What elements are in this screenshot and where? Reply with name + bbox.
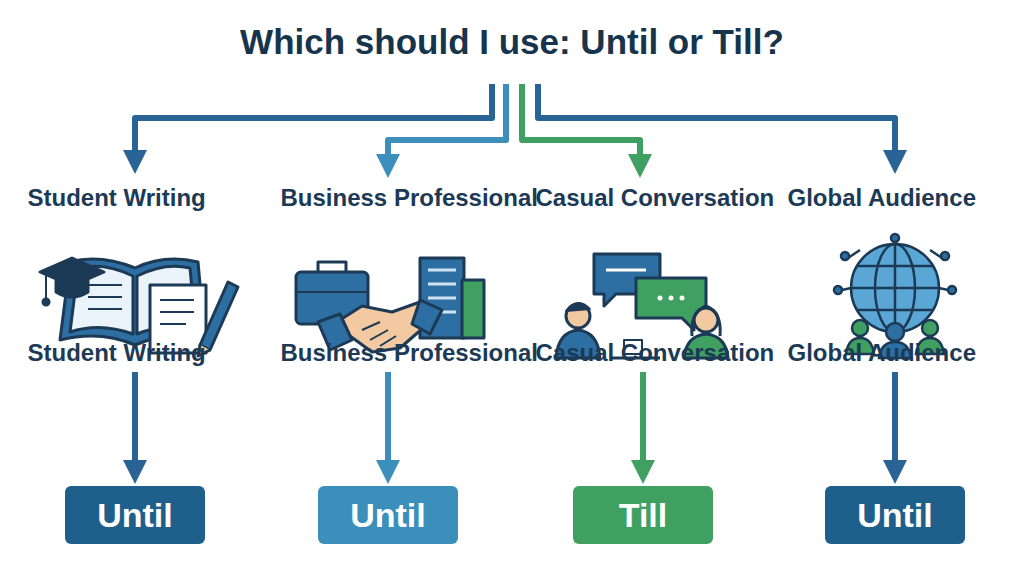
drawing-part xyxy=(852,320,868,336)
answer-word: Until xyxy=(851,495,939,535)
drawing-part xyxy=(296,291,368,293)
answer-box: Till xyxy=(573,486,713,544)
answer-word: Till xyxy=(599,495,687,535)
audience-column: Casual ConversationCasual Conversation xyxy=(536,184,775,366)
drawing-part xyxy=(606,269,646,272)
audience-column: Business ProfessionalBusiness Profession… xyxy=(281,184,538,366)
column-label: Global Audience xyxy=(788,339,976,366)
column-label: Student Writing xyxy=(28,339,206,366)
answer-box: Until xyxy=(65,486,205,544)
drawing-part xyxy=(834,286,842,294)
drawing-part xyxy=(56,280,88,297)
drawing-part xyxy=(135,84,492,162)
drawing-part xyxy=(318,262,346,272)
audience-column: Student WritingStudent Writing xyxy=(28,184,206,366)
drawing-part xyxy=(388,84,506,166)
drawing-part xyxy=(841,252,849,260)
branch-arrows xyxy=(135,84,895,166)
drawing-part xyxy=(680,296,685,301)
column-label: Student Writing xyxy=(28,184,206,211)
drawing-part xyxy=(842,250,948,290)
flow-arrow xyxy=(892,372,898,478)
drawing-part xyxy=(88,285,122,309)
drawing-part xyxy=(160,300,194,324)
column-label: Business Professional xyxy=(281,184,538,211)
answer-box: Until xyxy=(825,486,965,544)
drawing-part xyxy=(941,252,949,260)
flow-arrow xyxy=(385,372,391,478)
drawing-part xyxy=(462,280,484,338)
column-label: Business Professional xyxy=(281,339,538,366)
answer-word: Until xyxy=(91,495,179,535)
flow-arrow xyxy=(132,372,138,478)
icon-space xyxy=(788,211,976,339)
drawing-part xyxy=(412,300,442,334)
icon-space xyxy=(281,211,538,339)
business-icon xyxy=(296,258,484,352)
diagram-title: Which should I use: Until or Till? xyxy=(0,22,1024,62)
answer-word: Until xyxy=(344,495,432,535)
drawing-part xyxy=(851,244,939,332)
drawing-part xyxy=(692,306,720,336)
answer-box: Until xyxy=(318,486,458,544)
drawing-part xyxy=(538,84,895,162)
audience-column: Global AudienceGlobal Audience xyxy=(788,184,976,366)
icon-space xyxy=(536,211,775,339)
drawing-part xyxy=(948,286,956,294)
drawing-part xyxy=(43,299,49,305)
icon-space xyxy=(28,211,206,339)
drawing-part xyxy=(658,296,663,301)
drawing-part xyxy=(891,234,899,242)
flow-arrow xyxy=(640,372,646,478)
drawing-part xyxy=(45,274,47,300)
drawing-part xyxy=(886,323,904,341)
column-label: Global Audience xyxy=(788,184,976,211)
column-label: Casual Conversation xyxy=(536,339,775,366)
drawing-part xyxy=(922,320,938,336)
drawing-part xyxy=(851,244,939,332)
drawing-part xyxy=(566,304,590,328)
column-label: Casual Conversation xyxy=(536,184,775,211)
drawing-part xyxy=(566,303,590,312)
drawing-part xyxy=(669,296,674,301)
